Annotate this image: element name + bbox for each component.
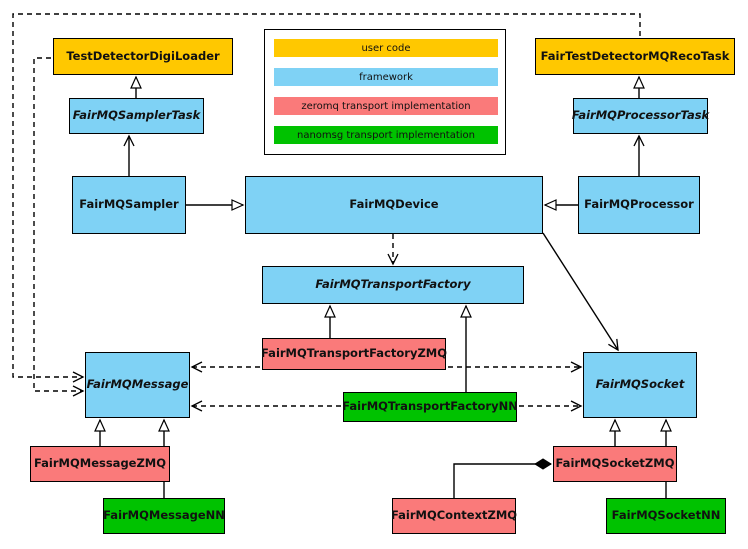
class-box-fairmqsocketnn[interactable]: FairMQSocketNN: [606, 498, 726, 534]
class-box-fairmqmessagenn[interactable]: FairMQMessageNN: [103, 498, 225, 534]
class-label: FairMQTransportFactoryNN: [342, 399, 518, 414]
class-label: FairMQProcessor: [584, 197, 694, 212]
class-label: TestDetectorDigiLoader: [66, 48, 220, 63]
class-label: FairMQSamplerTask: [72, 108, 201, 123]
legend-panel: user code framework zeromq transport imp…: [264, 29, 506, 155]
legend-item-zeromq: zeromq transport implementation: [274, 97, 498, 115]
class-box-fairmqtransportfactoryzmq[interactable]: FairMQTransportFactoryZMQ: [261, 338, 448, 370]
class-label: FairMQContextZMQ: [390, 508, 518, 523]
class-box-fairmqsocket[interactable]: FairMQSocket: [583, 352, 697, 418]
class-box-fairmqdevice[interactable]: FairMQDevice: [245, 176, 543, 234]
legend-label: framework: [359, 71, 413, 83]
class-label: FairMQMessageZMQ: [33, 456, 167, 471]
class-box-fairmqsamplertask[interactable]: FairMQSamplerTask: [69, 98, 204, 134]
class-label: FairMQMessage: [86, 377, 189, 392]
class-box-fairmqtransportfactorynn[interactable]: FairMQTransportFactoryNN: [342, 392, 518, 422]
class-label: FairMQSampler: [79, 197, 179, 212]
class-label: FairTestDetectorMQRecoTask: [540, 48, 730, 63]
class-box-fairmqtransportfactory[interactable]: FairMQTransportFactory: [262, 266, 524, 304]
class-label: FairMQTransportFactoryZMQ: [261, 346, 448, 361]
class-label: FairMQSocket: [595, 377, 685, 392]
class-box-fairmqprocessor[interactable]: FairMQProcessor: [578, 176, 700, 234]
class-box-fairmqcontextzmq[interactable]: FairMQContextZMQ: [390, 498, 518, 534]
class-label: FairMQSocketZMQ: [555, 456, 675, 471]
class-box-fairmqmessagezmq[interactable]: FairMQMessageZMQ: [30, 446, 170, 482]
class-box-fairmqsampler[interactable]: FairMQSampler: [72, 176, 186, 234]
class-label: FairMQSocketNN: [611, 508, 721, 523]
class-label: FairMQMessageNN: [103, 508, 225, 523]
legend-item-framework: framework: [274, 68, 498, 86]
edge-device-socket: [542, 232, 619, 352]
class-box-testdetectordigiloader[interactable]: TestDetectorDigiLoader: [53, 38, 233, 75]
class-box-fairmqmessage[interactable]: FairMQMessage: [85, 352, 190, 418]
legend-label: user code: [361, 42, 411, 54]
legend-item-user-code: user code: [274, 39, 498, 57]
class-box-fairmqprocessortask[interactable]: FairMQProcessorTask: [571, 98, 710, 134]
class-label: FairMQProcessorTask: [571, 108, 710, 123]
class-box-fairmqsocketzmq[interactable]: FairMQSocketZMQ: [553, 446, 677, 482]
legend-item-nanomsg: nanomsg transport implementation: [274, 126, 498, 144]
class-label: FairMQDevice: [349, 197, 439, 212]
legend-label: nanomsg transport implementation: [296, 129, 476, 141]
legend-label: zeromq transport implementation: [301, 100, 471, 112]
class-box-fairtestdetectormqrecotask[interactable]: FairTestDetectorMQRecoTask: [535, 38, 735, 75]
class-label: FairMQTransportFactory: [315, 277, 471, 292]
edge-contextzmq-socketzmq: [453, 458, 552, 498]
